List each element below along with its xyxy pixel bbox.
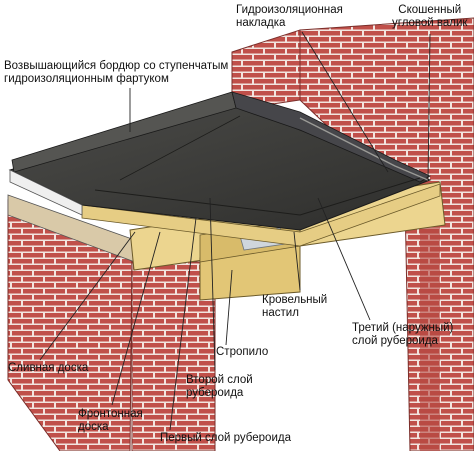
- wall-side-face: [420, 200, 440, 451]
- roof-deck-edge: [81, 183, 441, 247]
- label-beveled-fillet: Скошенный угловой валик: [392, 4, 468, 29]
- label-raised-border: Возвышающийся бордюр со ступенчатым гидр…: [4, 60, 229, 85]
- label-third-layer: Третий (наружный) слой рубероида: [352, 322, 454, 347]
- label-drip-board: Сливная доска: [8, 362, 89, 374]
- beveled-fillet-edge: [299, 117, 429, 181]
- label-first-layer: Первый слой рубероида: [160, 432, 291, 444]
- label-roof-deck: Кровельный настил: [262, 294, 328, 319]
- drip-board: [9, 169, 83, 216]
- label-second-layer: Второй слой рубероида: [186, 374, 253, 399]
- label-rafter: Стропило: [216, 346, 269, 358]
- label-waterproof-overlay: Гидроизоляционная накладка: [236, 4, 343, 29]
- label-fascia-board: Фронтонная доска: [78, 408, 143, 433]
- leader-lines: [39, 31, 431, 431]
- membrane-seam: [94, 177, 421, 216]
- membrane-seam-2: [119, 115, 241, 181]
